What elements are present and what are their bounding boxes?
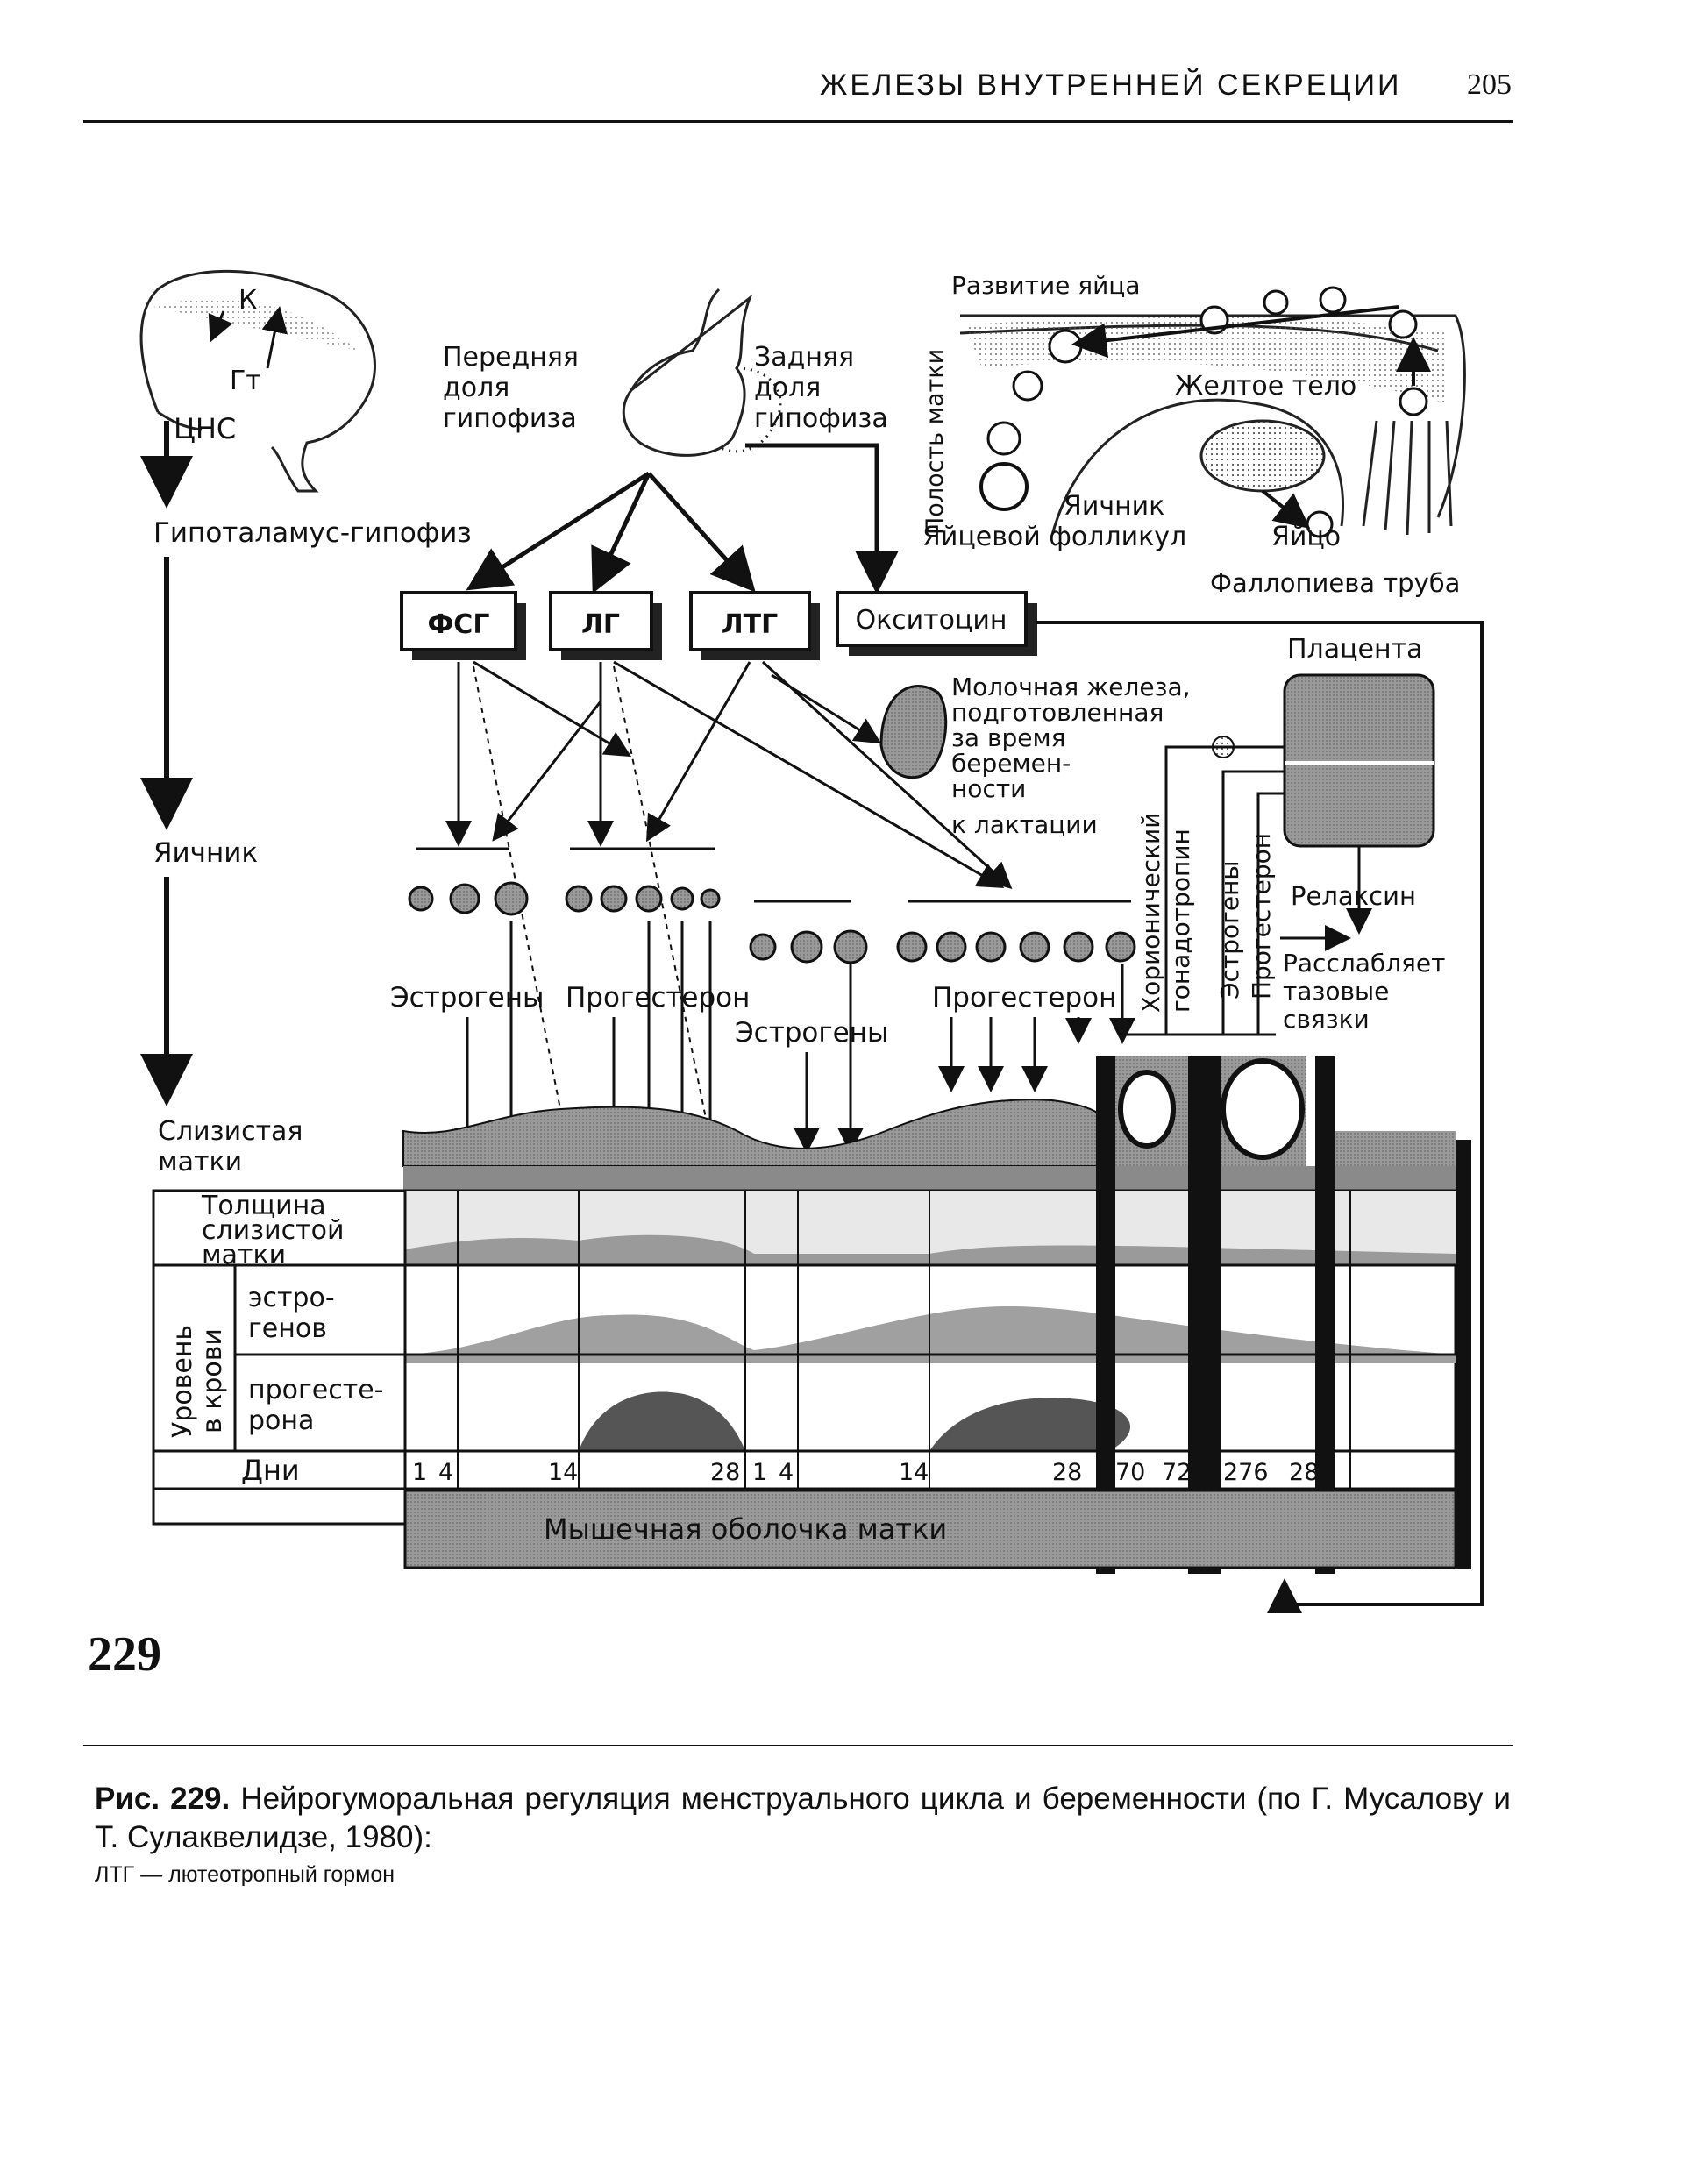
hormone-boxes: ФСГ ЛГ ЛТГ Окситоцин xyxy=(400,591,1037,660)
caption-label: Рис. 229. xyxy=(95,1782,231,1816)
pituitary-anterior-2: доля xyxy=(443,373,509,403)
pituitary-anterior-1: Передняя xyxy=(443,342,579,373)
mammary-gland: Молочная железа, подготовленная за время… xyxy=(879,672,1191,839)
table-progesterone-1: прогесте- xyxy=(248,1375,383,1405)
day-1b: 1 xyxy=(752,1459,767,1486)
hcg-line-1: Хорионический xyxy=(1136,813,1165,1013)
running-header-title: ЖЕЛЕЗЫ ВНУТРЕННЕЙ СЕКРЕЦИИ xyxy=(820,68,1402,102)
caption-rule xyxy=(83,1745,1513,1746)
axis-ovary: Яичник xyxy=(153,837,258,869)
day-1a: 1 xyxy=(412,1459,427,1486)
ovary-panel: Развитие яйца Полость матки Желтое тело … xyxy=(922,271,1484,598)
brain-label-gt: Гт xyxy=(230,366,261,396)
relaxin-label: Релаксин xyxy=(1291,881,1416,911)
brain-label-cns: ЦНС xyxy=(174,412,236,445)
day-4b: 4 xyxy=(779,1459,794,1486)
header-rule xyxy=(83,120,1513,123)
axis-mucosa-2: матки xyxy=(158,1147,242,1177)
regulation-diagram: К Гт ЦНС Передняя доля гипофиза Задняя д… xyxy=(139,269,1484,1613)
label-estrogens-2: Эстрогены xyxy=(735,1017,889,1049)
placenta-label: Плацента xyxy=(1287,634,1422,665)
figure-number: 229 xyxy=(88,1627,161,1682)
pituitary-illustration: Передняя доля гипофиза Задняя доля гипоф… xyxy=(443,288,888,457)
mammary-line-1: Молочная железа, xyxy=(951,672,1191,701)
table-days-label: Дни xyxy=(241,1454,300,1487)
axis-mucosa-1: Слизистая xyxy=(158,1116,303,1147)
table-blood-level-1: Уровень xyxy=(167,1325,198,1438)
table-thickness-3: матки xyxy=(202,1240,286,1270)
egg-development-label: Развитие яйца xyxy=(951,271,1141,300)
placenta: Плацента Релаксин Расслабляет тазовые св… xyxy=(1136,634,1445,1035)
day-276: 276 xyxy=(1223,1459,1269,1486)
brain-illustration: К Гт ЦНС xyxy=(139,269,376,493)
fallopian-tube-label: Фаллопиева труба xyxy=(1210,568,1460,598)
follicle-label: Яйцевой фолликул xyxy=(922,522,1186,552)
hormone-ltg: ЛТГ xyxy=(722,609,779,640)
figure-caption: Рис. 229. Нейрогуморальная регуляция мен… xyxy=(95,1780,1511,1857)
pituitary-posterior-1: Задняя xyxy=(754,342,854,373)
relax-line-1: Расслабляет xyxy=(1283,949,1445,978)
relax-line-2: тазовые xyxy=(1283,977,1389,1006)
table-estrogen-2: генов xyxy=(248,1313,327,1344)
brain-label-k: К xyxy=(238,285,257,316)
caption-note: ЛТГ — лютеотропный гормон xyxy=(95,1862,395,1887)
cycle-table: Толщина слизистой матки Уровень в крови … xyxy=(152,1056,1457,1574)
pituitary-posterior-2: доля xyxy=(754,373,821,403)
oxytocin-pathway xyxy=(1036,621,1484,1613)
table-thickness-2: слизистой xyxy=(202,1215,344,1246)
label-progesterone-1: Прогестерон xyxy=(566,982,750,1014)
day-14a: 14 xyxy=(548,1459,578,1486)
mammary-line-6: к лактации xyxy=(951,810,1098,839)
hormone-lh: ЛГ xyxy=(581,609,620,640)
uterine-mucosa xyxy=(402,1056,1456,1191)
muscle-label: Мышечная оболочка матки xyxy=(544,1512,947,1546)
muscle-layer: Мышечная оболочка матки xyxy=(403,1140,1471,1569)
table-thickness-1: Толщина xyxy=(201,1191,326,1221)
ovary-to-mucosa-arrows xyxy=(454,921,1276,1154)
day-72: 72 xyxy=(1162,1459,1192,1486)
label-estrogens-1: Эстрогены xyxy=(390,982,545,1014)
table-estrogen-1: эстро- xyxy=(248,1283,335,1313)
day-4a: 4 xyxy=(438,1459,453,1486)
pituitary-anterior-3: гипофиза xyxy=(443,403,577,434)
mammary-line-5: ности xyxy=(951,774,1026,803)
table-progesterone-2: рона xyxy=(248,1405,314,1436)
day-280: 280 xyxy=(1289,1459,1335,1486)
day-14b: 14 xyxy=(899,1459,929,1486)
hormone-fsh: ФСГ xyxy=(428,609,490,640)
caption-text: Нейрогуморальная регуляция менструальног… xyxy=(95,1782,1511,1854)
egg-label: Яйцо xyxy=(1271,522,1341,552)
hcg-line-2: гонадотропин xyxy=(1166,829,1195,1013)
ovary-label: Яичник xyxy=(1064,491,1164,522)
vertical-progesterone: Прогестерон xyxy=(1247,833,1276,1000)
axis-hypothalamus: Гипоталамус-гипофиз xyxy=(153,517,472,549)
day-28b: 28 xyxy=(1052,1459,1082,1486)
pituitary-posterior-3: гипофиза xyxy=(754,403,888,434)
hormone-oxytocin: Окситоцин xyxy=(855,605,1007,636)
corpus-luteum-label: Желтое тело xyxy=(1175,371,1356,402)
day-28a: 28 xyxy=(710,1459,740,1486)
vertical-estrogens: Эстрогены xyxy=(1215,860,1244,1000)
mammary-line-3: за время xyxy=(951,723,1065,752)
mammary-line-2: подготовленная xyxy=(951,698,1164,727)
left-axis: Гипоталамус-гипофиз Яичник Слизистая мат… xyxy=(140,421,472,1177)
relax-line-3: связки xyxy=(1283,1005,1370,1034)
label-progesterone-2: Прогестерон xyxy=(932,982,1116,1014)
pituitary-arrows xyxy=(466,443,899,594)
day-70: 70 xyxy=(1115,1459,1145,1486)
follicle-groups xyxy=(408,847,1136,964)
hormone-to-ovary-arrows xyxy=(445,660,1013,1141)
page-number: 205 xyxy=(1467,68,1512,101)
mammary-line-4: беремен- xyxy=(951,749,1071,778)
uterus-cavity-label: Полость матки xyxy=(922,349,949,535)
table-blood-level-2: в крови xyxy=(197,1328,228,1433)
